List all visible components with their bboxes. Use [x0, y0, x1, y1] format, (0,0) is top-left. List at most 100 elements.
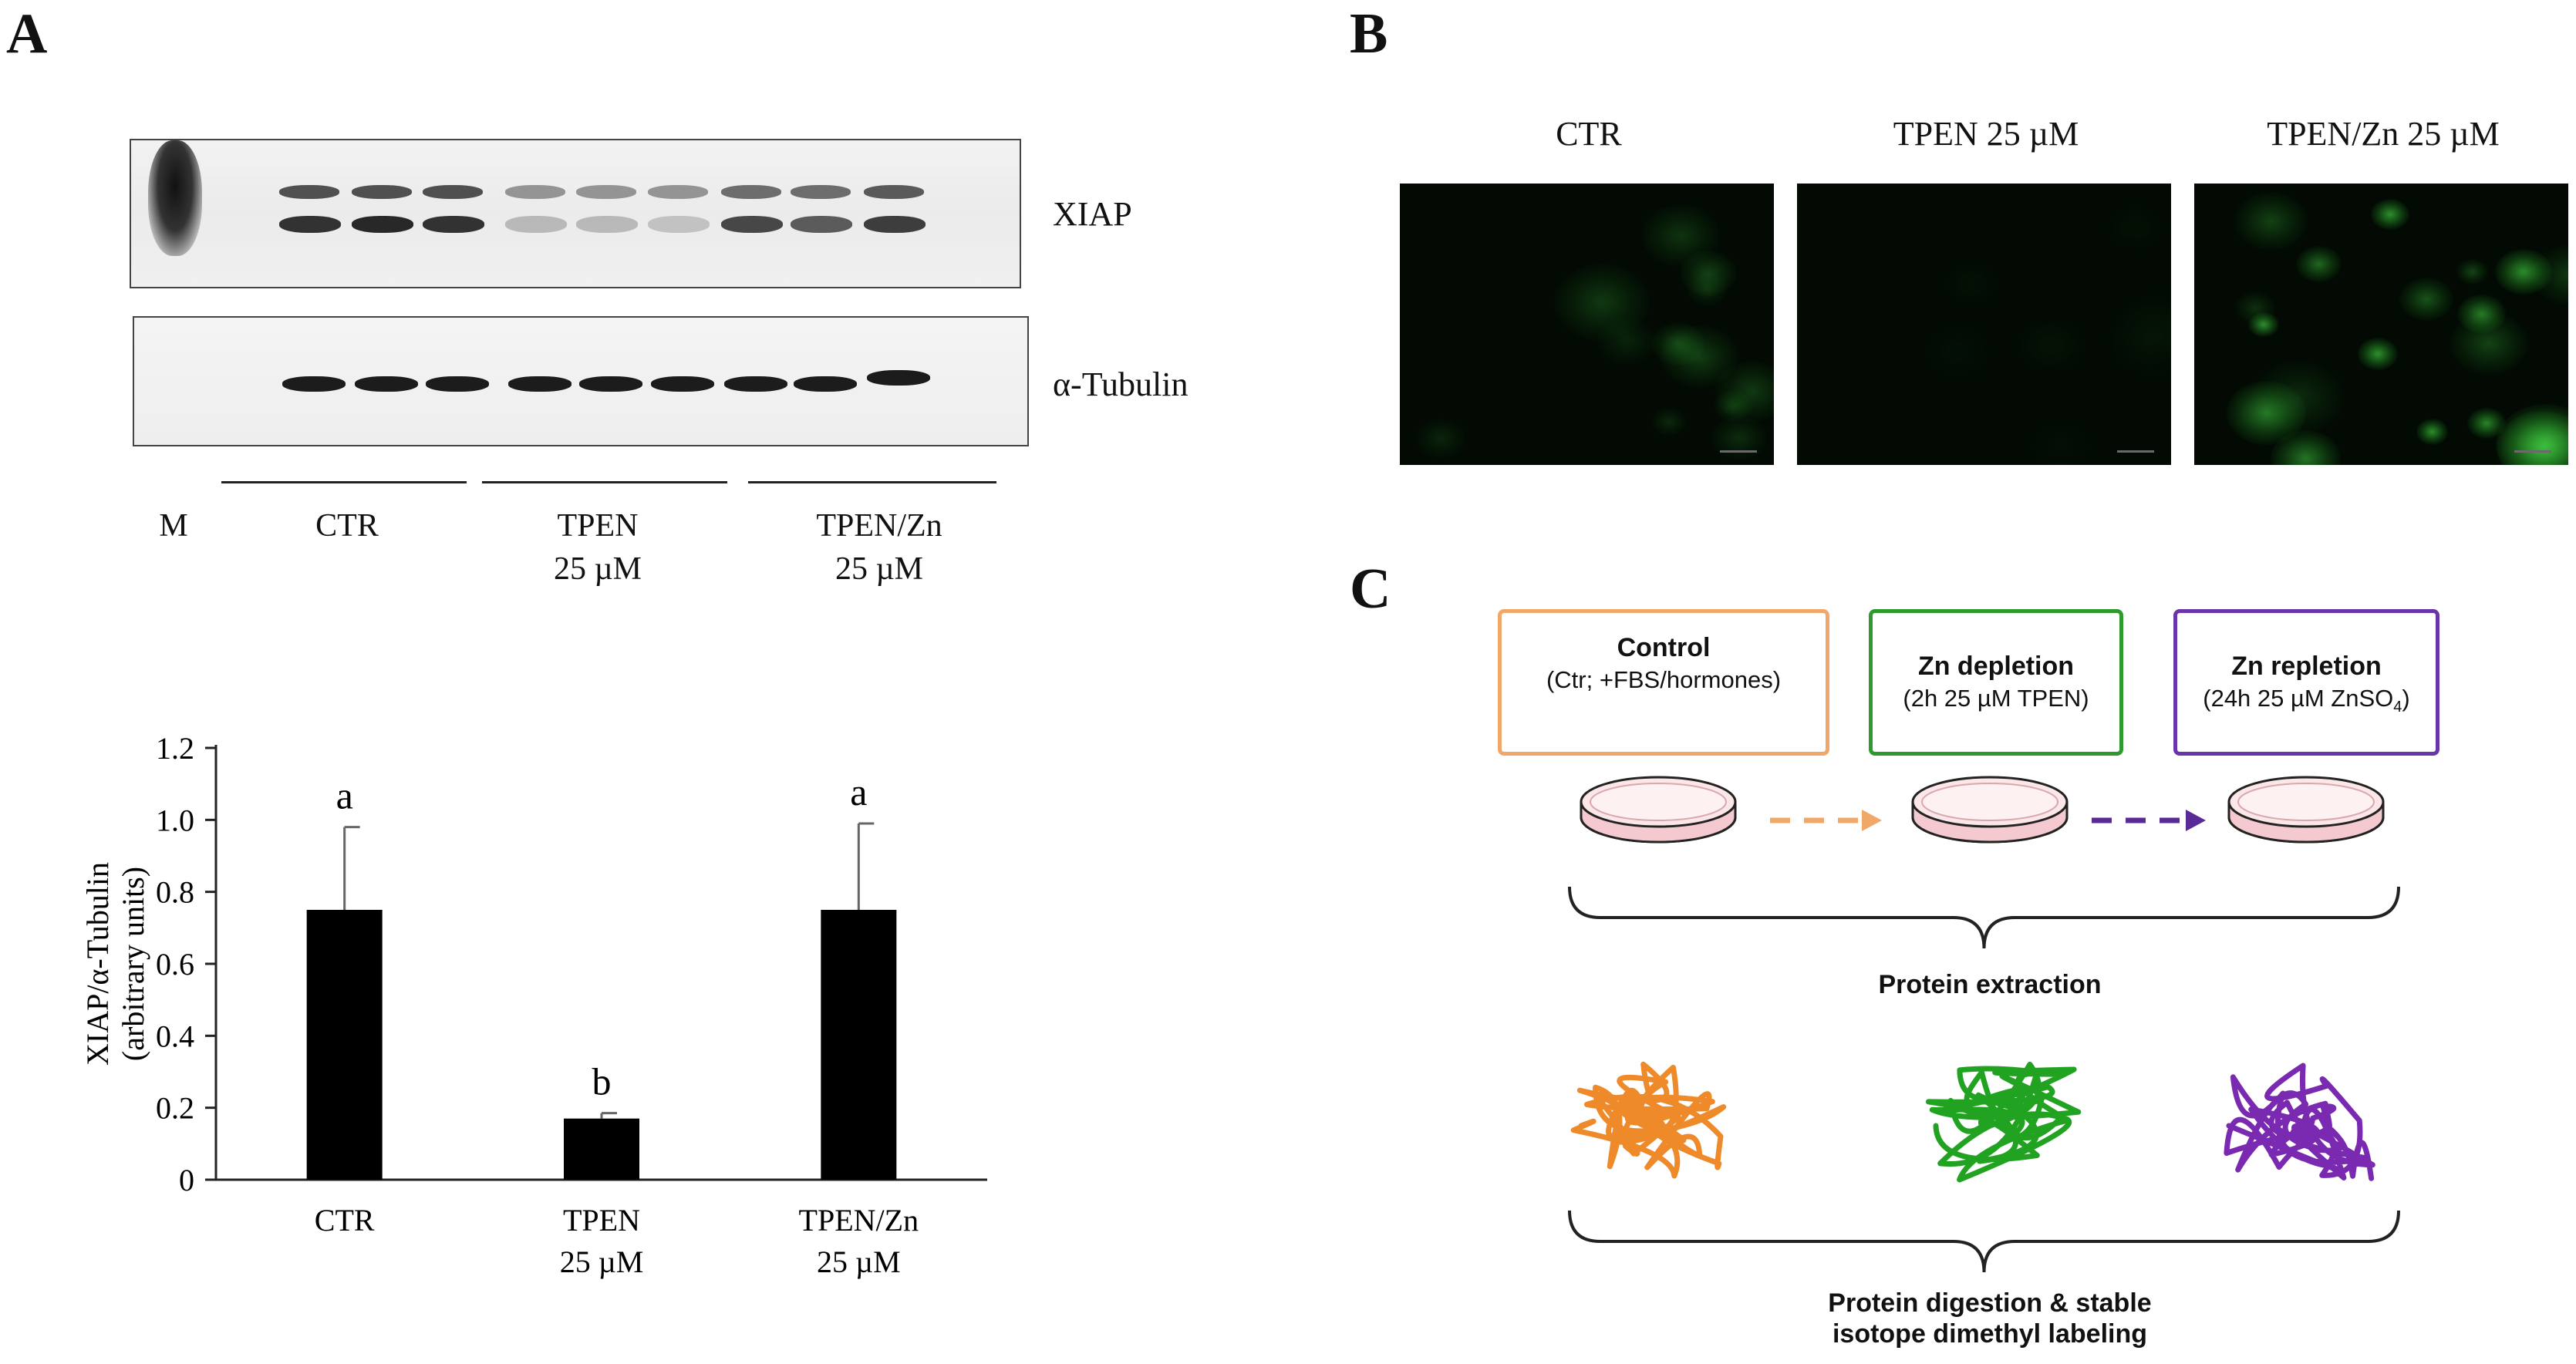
panel-c-letter: C	[1350, 557, 1391, 621]
fluorescent-cell	[1711, 415, 1768, 461]
xiap-lower-band	[279, 216, 341, 233]
fluo-title-ctr: CTR	[1556, 115, 1622, 153]
group-line-tpen	[482, 481, 727, 483]
fluorescent-cell	[2295, 246, 2342, 283]
step-depletion-title: Zn depletion	[1917, 652, 2075, 681]
xiap-band-label: XIAP	[1053, 195, 1132, 233]
xiap-lower-band	[576, 216, 638, 233]
y-tick-label: 1.2	[156, 731, 194, 766]
xiap-upper-band	[505, 185, 565, 199]
fluorescent-cell	[1597, 316, 1657, 365]
bar	[306, 910, 383, 1180]
step-repletion-detail: (24h 25 µM ZnSO4)	[2177, 685, 2436, 716]
xiap-upper-band	[864, 185, 924, 199]
fluorescent-cell	[2416, 419, 2449, 445]
digestion-label: Protein digestion & stable isotope dimet…	[1720, 1288, 2260, 1349]
tubulin-band	[355, 376, 418, 392]
blot-group-tpen-line2: 25 µM	[553, 551, 642, 587]
step-box-depletion: Zn depletion (2h 25 µM TPEN)	[1869, 609, 2123, 756]
digestion-label-line1: Protein digestion & stable	[1828, 1288, 2152, 1318]
tubulin-band	[426, 376, 489, 392]
tubulin-blot	[133, 316, 1029, 446]
step-control-title: Control	[1617, 633, 1711, 662]
scale-bar	[2117, 450, 2154, 453]
fluo-image-ctr	[1400, 184, 1774, 465]
dish-medium	[1921, 783, 2058, 821]
step-box-control: Control (Ctr; +FBS/hormones)	[1498, 609, 1829, 756]
tubulin-band	[724, 376, 787, 392]
petri-dish	[2227, 776, 2385, 844]
digestion-brace	[1568, 1210, 2400, 1273]
fluo-image-tpenzn	[2194, 184, 2568, 465]
group-line-tpenzn	[748, 481, 996, 483]
scale-bar	[2514, 450, 2551, 453]
y-axis-label-line2: (arbitrary units)	[116, 867, 150, 1061]
significance-letter: a	[850, 770, 867, 813]
fluorescent-cell	[2495, 249, 2553, 295]
extraction-label: Protein extraction	[1878, 970, 2102, 999]
xiap-upper-band	[791, 185, 851, 199]
fluorescent-cell	[1680, 251, 1737, 297]
fluorescent-cell	[2226, 381, 2307, 445]
xiap-lower-band	[505, 216, 567, 233]
fluorescent-cell	[1641, 204, 1720, 268]
fluorescent-cell	[1651, 322, 1705, 366]
fluorescent-cell	[2399, 278, 2454, 321]
step-depletion-detail: (2h 25 µM TPEN)	[1903, 685, 2089, 712]
blot-group-tpenzn-line1: TPEN/Zn	[816, 508, 942, 544]
xiap-upper-band	[352, 185, 412, 199]
extraction-brace	[1568, 886, 2400, 949]
fluorescent-cell	[2247, 312, 2279, 337]
fluorescent-cell	[2456, 259, 2488, 285]
blot-group-ctr-line1: CTR	[315, 508, 379, 544]
step-control-detail: (Ctr; +FBS/hormones)	[1546, 666, 1782, 693]
fluorescent-cell	[1920, 322, 1994, 382]
y-tick-label: 0	[179, 1163, 194, 1197]
fluorescent-cell	[2028, 419, 2095, 465]
blot-group-tpenzn: TPEN/Zn 25 µM	[787, 504, 972, 591]
y-axis-label: XIAP/α-Tubulin(arbitrary units)	[80, 862, 150, 1066]
step-repletion-detail-end: )	[2402, 685, 2410, 712]
arrow-head	[1862, 810, 1882, 831]
fluorescent-cell	[1651, 407, 1687, 436]
xiap-lower-band	[423, 216, 484, 233]
fluorescent-cell	[1553, 264, 1650, 341]
tubulin-band	[579, 376, 642, 392]
petri-dish	[1911, 776, 2069, 844]
x-tick-label: CTR	[315, 1203, 375, 1238]
blot-group-ctr: CTR	[262, 504, 432, 547]
y-tick-label: 0.2	[156, 1091, 194, 1126]
fluorescent-cell	[2357, 337, 2399, 370]
xiap-lower-band	[721, 216, 783, 233]
xiap-lower-band	[791, 216, 852, 233]
tubulin-band-label: α-Tubulin	[1053, 365, 1189, 403]
fluorescent-cell	[1686, 273, 1728, 307]
fluo-image-tpen	[1797, 184, 2171, 465]
step-repletion-title: Zn repletion	[2231, 652, 2382, 681]
fluo-title-tpenzn: TPEN/Zn 25 µM	[2267, 115, 2500, 153]
dish-medium	[2237, 783, 2375, 821]
blot-group-tpenzn-line2: 25 µM	[835, 551, 924, 587]
fluorescent-cell	[2106, 204, 2163, 250]
step-repletion-detail-sub: 4	[2393, 699, 2402, 716]
step-repletion-detail-main: (24h 25 µM ZnSO	[2203, 685, 2394, 712]
panel-a-letter: A	[6, 2, 48, 66]
y-tick-label: 0.6	[156, 947, 194, 982]
significance-letter: a	[336, 774, 353, 817]
blot-group-tpen: TPEN 25 µM	[505, 504, 690, 591]
xiap-upper-band	[648, 185, 708, 199]
fluorescent-cell	[1660, 325, 1738, 388]
y-tick-label: 0.4	[156, 1019, 194, 1053]
protein-tangle	[1570, 1061, 1727, 1179]
tubulin-band	[282, 376, 346, 392]
fluorescent-cell	[2106, 304, 2171, 377]
xiap-lower-band	[352, 216, 413, 233]
protein-tangle	[1925, 1061, 2082, 1183]
marker-lane-label: M	[159, 508, 188, 544]
xiap-blot	[130, 139, 1021, 288]
panel-b-letter: B	[1350, 2, 1388, 66]
fluorescent-cell	[2457, 295, 2506, 334]
fluorescent-cell	[1714, 390, 1754, 423]
protein-tangle	[2224, 1063, 2375, 1181]
dish-medium	[1590, 783, 1727, 821]
